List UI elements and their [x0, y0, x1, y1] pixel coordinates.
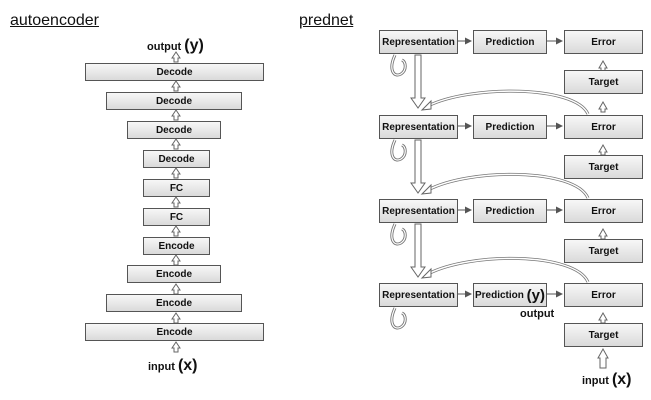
prednet-prediction-output: Prediction (y): [473, 283, 547, 307]
prednet-representation: Representation: [379, 283, 458, 307]
autoencoder-layer-fc: FC: [143, 208, 210, 226]
prednet-prediction: Prediction: [473, 30, 547, 54]
autoencoder-output-label: output: [147, 41, 182, 53]
autoencoder-title: autoencoder: [10, 12, 99, 29]
prednet-target: Target: [564, 70, 643, 94]
prednet-representation: Representation: [379, 199, 458, 223]
prednet-target: Target: [564, 323, 643, 347]
autoencoder-layer-encode: Encode: [127, 265, 221, 283]
prednet-title: prednet: [299, 12, 354, 29]
autoencoder-layer-decode: Decode: [127, 121, 221, 139]
prednet-error: Error: [564, 115, 643, 139]
autoencoder-layer-fc: FC: [143, 179, 210, 197]
prednet-prediction: Prediction: [473, 115, 547, 139]
prednet-target-up-arrows: [597, 59, 609, 369]
autoencoder-layer-encode: Encode: [143, 237, 210, 255]
autoencoder-input-var: (x): [177, 357, 198, 374]
prednet-target: Target: [564, 155, 643, 179]
prednet-feedback-heads: [420, 99, 432, 279]
autoencoder-layer-decode: Decode: [85, 63, 264, 81]
prednet-horizontal-arrows: [458, 37, 563, 298]
prednet-input-var: (x): [611, 371, 632, 388]
autoencoder-layer-decode: Decode: [106, 92, 242, 110]
prednet-input: input (x): [582, 371, 632, 389]
prednet-prediction-label: Prediction: [474, 289, 524, 301]
prednet-representation: Representation: [379, 30, 458, 54]
prednet-error-up-arrows: [598, 100, 608, 113]
prednet-prediction-var: (y): [526, 286, 546, 304]
prednet-error: Error: [564, 199, 643, 223]
prednet-prediction: Prediction: [473, 199, 547, 223]
prednet-representation: Representation: [379, 115, 458, 139]
autoencoder-output-var: (y): [184, 37, 204, 54]
prednet-rep-down-arrows: [410, 54, 426, 278]
autoencoder-input: input (x): [148, 357, 198, 375]
autoencoder-output: output (y): [147, 37, 204, 55]
autoencoder-input-label: input: [148, 361, 175, 373]
autoencoder-layer-encode: Encode: [85, 323, 264, 341]
prednet-target: Target: [564, 239, 643, 263]
prednet-output-label: output: [520, 308, 555, 320]
prednet-error: Error: [564, 283, 643, 307]
prednet-error: Error: [564, 30, 643, 54]
autoencoder-layer-encode: Encode: [106, 294, 242, 312]
prednet-input-label: input: [582, 375, 609, 387]
autoencoder-arrows: [171, 51, 181, 353]
autoencoder-layer-decode: Decode: [143, 150, 210, 168]
